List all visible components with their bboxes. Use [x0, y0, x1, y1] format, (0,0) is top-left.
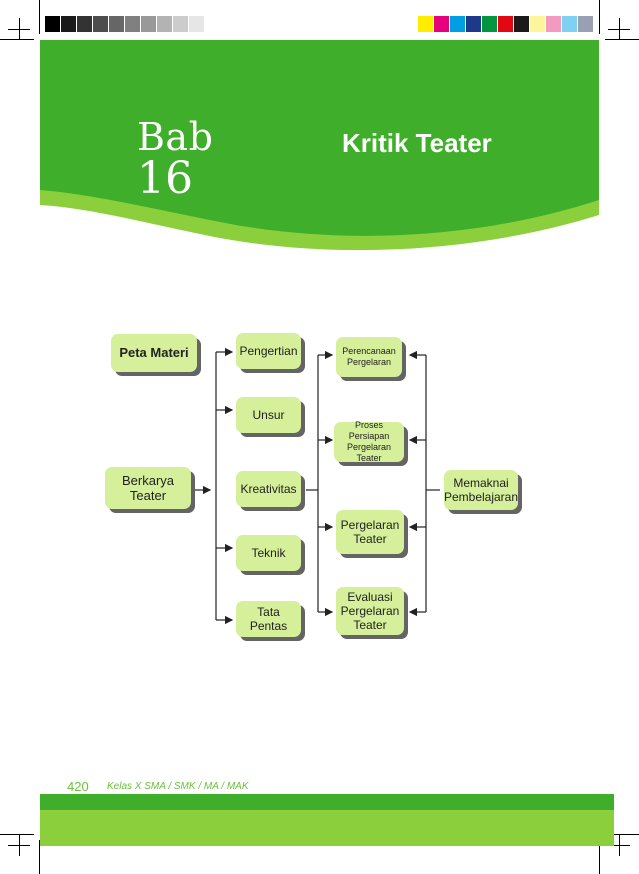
topic-box: Tata Pentas	[236, 601, 301, 637]
color-swatch	[482, 16, 498, 32]
gray-swatch	[77, 16, 93, 32]
gray-swatch	[173, 16, 189, 32]
color-swatch	[578, 16, 594, 32]
color-swatch	[546, 16, 562, 32]
color-swatch	[530, 16, 546, 32]
gray-swatch	[125, 16, 141, 32]
grayscale-bar	[45, 16, 221, 32]
chapter-label: Bab	[137, 115, 214, 159]
topic-box: Unsur	[236, 397, 301, 433]
stage-box: Perencanaan Pergelaran	[336, 337, 402, 377]
gray-swatch	[61, 16, 77, 32]
stage-box: Pergelaran Teater	[336, 510, 404, 554]
book-title: Kelas X SMA / SMK / MA / MAK	[107, 781, 249, 792]
color-swatch	[434, 16, 450, 32]
header-banner	[40, 40, 599, 251]
topic-box: Teknik	[236, 535, 301, 571]
stage-box: Evaluasi Pergelaran Teater	[336, 587, 404, 635]
color-swatch	[514, 16, 530, 32]
color-swatch	[466, 16, 482, 32]
color-bar	[418, 16, 594, 32]
footer-band-top	[40, 794, 614, 810]
gray-swatch	[189, 16, 205, 32]
page-number: 420	[67, 779, 89, 794]
gray-swatch	[93, 16, 109, 32]
end-box: Memaknai Pembelajaran	[444, 470, 518, 510]
gray-swatch	[45, 16, 61, 32]
chapter-title: Kritik Teater	[342, 128, 492, 158]
root-box: Berkarya Teater	[105, 467, 191, 509]
color-swatch	[418, 16, 434, 32]
color-swatch	[562, 16, 578, 32]
color-swatch	[450, 16, 466, 32]
gray-swatch	[109, 16, 125, 32]
gray-swatch	[141, 16, 157, 32]
gray-swatch	[205, 16, 221, 32]
topic-box: Pengertian	[236, 333, 301, 369]
stage-box: Proses Persiapan Pergelaran Teater	[334, 420, 404, 463]
chapter-number: 16	[137, 153, 193, 204]
peta-materi-box: Peta Materi	[111, 334, 197, 372]
gray-swatch	[157, 16, 173, 32]
topic-box: Kreativitas	[236, 471, 301, 507]
color-swatch	[498, 16, 514, 32]
